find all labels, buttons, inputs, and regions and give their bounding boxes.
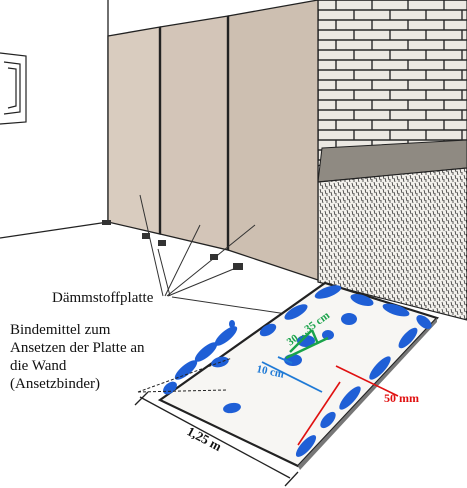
binder-label-line-2: Ansetzen der Platte an: [10, 340, 145, 356]
spacing-dimension: [285, 329, 329, 360]
floor-panel: [157, 281, 440, 470]
panel-3: [227, 0, 319, 281]
floor-clips: [102, 220, 243, 270]
panel-2: [159, 15, 229, 251]
binder-label-line-1: Bindemittel zum: [10, 322, 111, 338]
edge-label: 50 mm: [384, 391, 419, 405]
panel-1: [107, 26, 161, 235]
gap-label: 10 cm: [255, 363, 285, 381]
binder-leaders: [137, 357, 233, 393]
panel-label: Dämmstoffplatte: [52, 290, 154, 306]
brick-wall: [317, 0, 467, 183]
edge-dimension: [297, 365, 399, 446]
window: [0, 52, 27, 125]
binder-label-line-4: (Ansetzbinder): [10, 376, 100, 392]
gap-dimension: [261, 356, 323, 393]
panel-leaders: [139, 194, 301, 317]
binder-label-line-3: die Wand: [10, 358, 67, 374]
width-dimension: [134, 391, 299, 487]
mounted-panels: [107, 0, 319, 281]
